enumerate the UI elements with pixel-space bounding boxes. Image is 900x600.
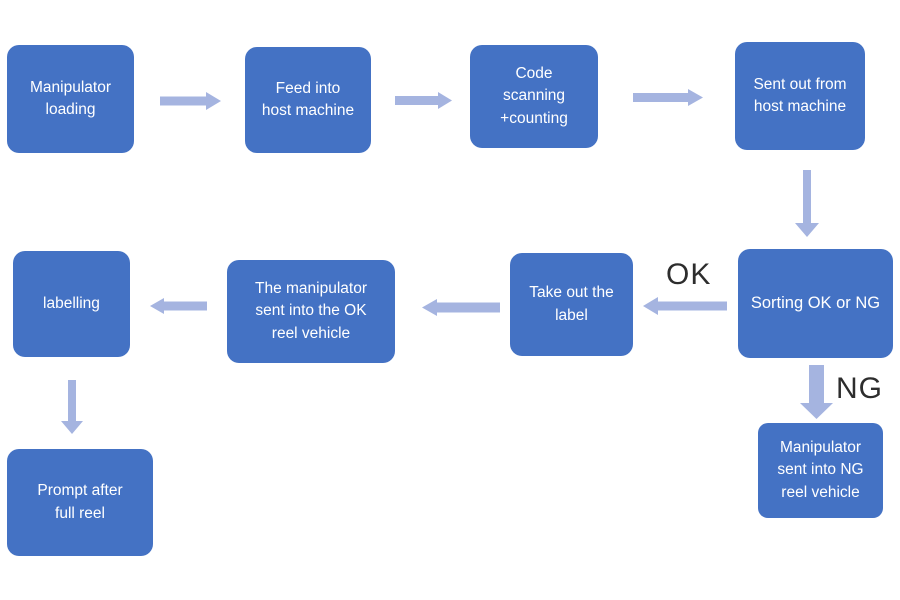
node-sent-out-from-host-machine: Sent out from host machine xyxy=(735,42,865,150)
down-arrow-icon xyxy=(61,380,83,434)
node-labelling: labelling xyxy=(13,251,130,357)
node-manipulator-into-ok-reel-vehicle: The manipulator sent into the OK reel ve… xyxy=(227,260,395,363)
node-code-scanning-counting: Code scanning +counting xyxy=(470,45,598,148)
right-arrow-icon xyxy=(160,92,221,110)
left-arrow-icon xyxy=(150,298,207,314)
down-arrow-icon xyxy=(800,365,833,419)
right-arrow-icon xyxy=(633,89,703,106)
node-feed-into-host-machine: Feed into host machine xyxy=(245,47,371,153)
node-manipulator-into-ng-reel-vehicle: Manipulator sent into NG reel vehicle xyxy=(758,423,883,518)
left-arrow-icon xyxy=(422,299,500,316)
left-arrow-icon xyxy=(643,297,727,315)
node-sorting-ok-or-ng: Sorting OK or NG xyxy=(738,249,893,358)
branch-label-ng: NG xyxy=(836,372,883,405)
node-manipulator-loading: Manipulator loading xyxy=(7,45,134,153)
node-prompt-after-full-reel: Prompt after full reel xyxy=(7,449,153,556)
branch-label-ok: OK xyxy=(666,258,712,291)
node-take-out-the-label: Take out the label xyxy=(510,253,633,356)
right-arrow-icon xyxy=(395,92,452,109)
down-arrow-icon xyxy=(795,170,819,237)
